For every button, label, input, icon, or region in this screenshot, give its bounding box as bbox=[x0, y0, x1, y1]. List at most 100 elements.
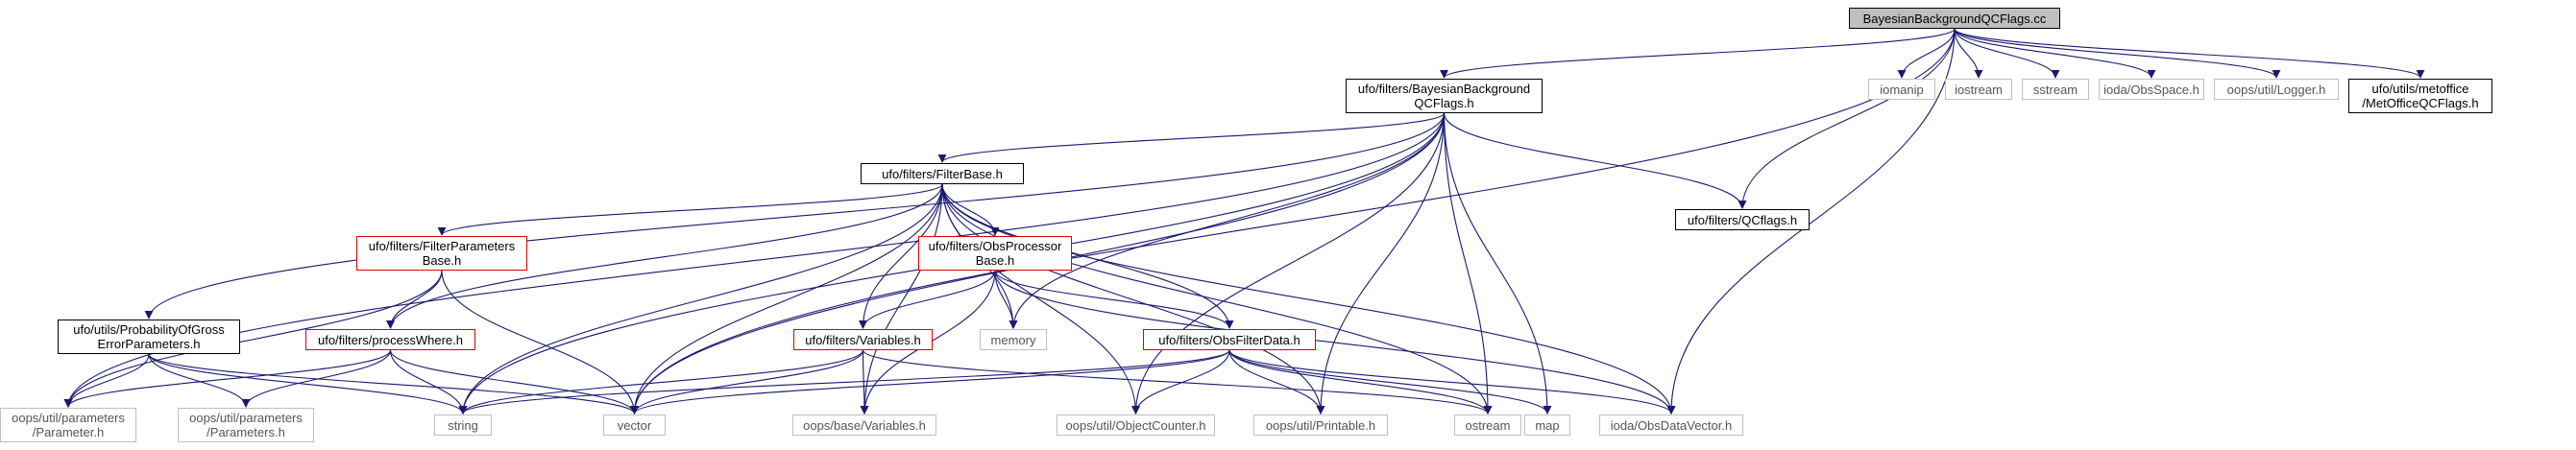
node-iostream: iostream bbox=[1945, 79, 2012, 100]
edge-filterbase-to-ostream bbox=[941, 183, 1493, 414]
node-label-line: ufo/filters/FilterParameters bbox=[368, 239, 516, 253]
edge-variables-to-vector bbox=[630, 349, 864, 414]
node-label-line: ufo/filters/FilterBase.h bbox=[882, 166, 1003, 181]
node-label: ioda/ObsSpace.h bbox=[2103, 83, 2199, 97]
node-metoffice[interactable]: ufo/utils/metoffice/MetOfficeQCFlags.h bbox=[2348, 79, 2492, 113]
edge-filterbase-to-obsdatavector bbox=[941, 183, 1676, 414]
edge-root-to-logger bbox=[1954, 28, 2281, 79]
node-label-line: /Parameters.h bbox=[207, 425, 285, 439]
edge-filterbase-to-objectcounter bbox=[941, 183, 1140, 414]
node-root[interactable]: BayesianBackgroundQCFlags.cc bbox=[1849, 8, 2060, 29]
node-label-line: oops/util/parameters bbox=[12, 411, 125, 425]
edge-bbqc_h-to-map bbox=[1443, 112, 1552, 414]
node-label: map bbox=[1535, 418, 1559, 433]
edge-filterbase-to-basevariables bbox=[860, 183, 943, 414]
edge-filterbase-to-processwhere bbox=[386, 183, 943, 329]
node-qcflags[interactable]: ufo/filters/QCflags.h bbox=[1675, 209, 1810, 230]
node-obsfilterdata[interactable]: ufo/filters/ObsFilterData.h bbox=[1143, 329, 1316, 350]
node-objectcounter: oops/util/ObjectCounter.h bbox=[1057, 414, 1215, 436]
node-label-line: ufo/filters/processWhere.h bbox=[317, 332, 463, 347]
node-label-line: oops/base/Variables.h bbox=[803, 417, 926, 433]
edge-root-to-iomanip bbox=[1897, 28, 1956, 79]
node-basevariables: oops/base/Variables.h bbox=[792, 414, 936, 436]
node-label: ufo/filters/ObsFilterData.h bbox=[1158, 333, 1300, 347]
node-variables[interactable]: ufo/filters/Variables.h bbox=[793, 329, 933, 350]
edge-obsproc-to-memory bbox=[994, 270, 1018, 329]
node-label: ioda/ObsDataVector.h bbox=[1611, 418, 1732, 433]
node-label-line: ufo/filters/QCflags.h bbox=[1687, 212, 1798, 227]
node-map: map bbox=[1524, 414, 1570, 436]
edge-processwhere-to-parameter bbox=[63, 349, 392, 408]
node-label: oops/util/ObjectCounter.h bbox=[1066, 418, 1206, 433]
node-label-line: Base.h bbox=[975, 253, 1015, 268]
edge-bbqc_h-to-ostream bbox=[1443, 112, 1493, 414]
edge-bbqc_h-to-parameter bbox=[63, 112, 1446, 408]
edge-bbqc_h-to-filterbase bbox=[937, 112, 1446, 163]
edge-root-to-obsspace bbox=[1954, 28, 2156, 79]
node-label-line: oops/util/Printable.h bbox=[1265, 417, 1376, 433]
node-label-line: iostream bbox=[1955, 82, 2003, 97]
node-label-line: ufo/filters/ObsFilterData.h bbox=[1158, 332, 1300, 347]
node-iomanip: iomanip bbox=[1868, 79, 1935, 100]
node-label: iomanip bbox=[1880, 83, 1924, 97]
node-label: ufo/filters/FilterBase.h bbox=[882, 167, 1003, 181]
node-label-line: ufo/utils/ProbabilityOfGross bbox=[73, 322, 225, 337]
node-label: oops/util/Logger.h bbox=[2227, 83, 2326, 97]
node-label-line: ErrorParameters.h bbox=[97, 337, 201, 351]
edge-bbqc_h-to-memory bbox=[1009, 112, 1446, 329]
edge-root-to-iostream bbox=[1954, 28, 1983, 79]
node-label: oops/base/Variables.h bbox=[803, 418, 926, 433]
edge-root-to-bbqc_h bbox=[1440, 28, 1956, 79]
edge-bbqc_h-to-printable bbox=[1316, 112, 1446, 414]
edge-root-to-metoffice bbox=[1954, 28, 2425, 79]
node-label-line: vector bbox=[617, 417, 652, 433]
node-label-line: ioda/ObsSpace.h bbox=[2103, 82, 2199, 97]
edge-obsfilterdata-to-vector bbox=[630, 349, 1230, 414]
node-label-line: /MetOfficeQCFlags.h bbox=[2362, 96, 2479, 110]
edge-processwhere-to-parameters bbox=[241, 349, 392, 408]
node-label-line: BayesianBackgroundQCFlags.cc bbox=[1862, 11, 2047, 26]
edge-probgross-to-string bbox=[148, 353, 468, 414]
node-filterbase[interactable]: ufo/filters/FilterBase.h bbox=[861, 163, 1024, 184]
edge-variables-to-ostream bbox=[862, 349, 1493, 414]
node-label-line: Base.h bbox=[422, 253, 462, 268]
edge-root-to-obsdatavector bbox=[1666, 28, 1956, 414]
edge-obsfilterdata-to-objectcounter bbox=[1131, 349, 1230, 414]
edge-bbqc_h-to-qcflags bbox=[1443, 112, 1747, 209]
edge-obsproc-to-obsdatavector bbox=[994, 270, 1676, 414]
edge-filterbase-to-string bbox=[458, 183, 943, 414]
edge-filterbase-to-variables bbox=[859, 183, 943, 329]
node-memory: memory bbox=[980, 329, 1047, 350]
node-label: oops/util/parameters/Parameter.h bbox=[12, 411, 125, 439]
node-processwhere[interactable]: ufo/filters/processWhere.h bbox=[305, 329, 475, 350]
node-label-line: oops/util/Logger.h bbox=[2226, 82, 2326, 97]
node-label: ufo/filters/QCflags.h bbox=[1688, 213, 1797, 227]
node-label-line: string bbox=[448, 417, 478, 433]
node-label: vector bbox=[618, 418, 651, 433]
edge-variables-to-basevariables bbox=[860, 349, 869, 414]
node-label: sstream bbox=[2033, 83, 2078, 97]
node-label-line: sstream bbox=[2032, 82, 2078, 97]
node-string: string bbox=[434, 414, 492, 436]
node-label-line: map bbox=[1535, 417, 1560, 433]
node-vector: vector bbox=[603, 414, 666, 436]
node-label-line: QCFlags.h bbox=[1414, 96, 1474, 110]
node-sstream: sstream bbox=[2022, 79, 2089, 100]
node-label: ostream bbox=[1466, 418, 1511, 433]
node-label: oops/util/Printable.h bbox=[1266, 418, 1375, 433]
node-ostream: ostream bbox=[1454, 414, 1521, 436]
node-label: iostream bbox=[1955, 83, 2003, 97]
edge-obsfilterdata-to-ostream bbox=[1228, 349, 1493, 414]
edge-variables-to-string bbox=[458, 349, 864, 414]
edge-filterbase-to-filterparams bbox=[437, 183, 943, 236]
edge-root-to-sstream bbox=[1954, 28, 2060, 79]
edge-obsfilterdata-to-map bbox=[1228, 349, 1552, 414]
